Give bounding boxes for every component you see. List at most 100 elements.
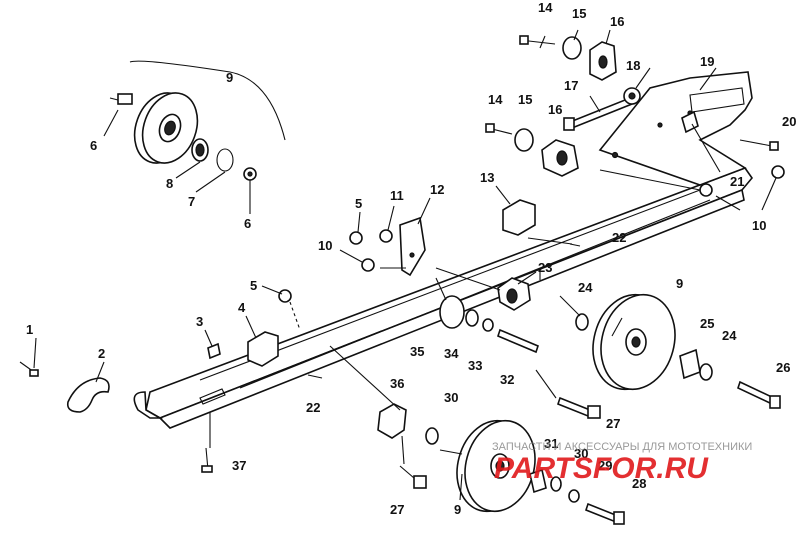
callout-22-lower: 22 [306, 400, 320, 415]
lower-spacer-15 [514, 128, 534, 152]
snap-ring [216, 148, 234, 172]
slider-block-13 [502, 199, 536, 236]
callout-23: 23 [538, 260, 552, 275]
callout-15-upper: 15 [572, 6, 586, 21]
callout-25: 25 [700, 316, 714, 331]
nut-5-upper [349, 231, 363, 245]
nut-11 [379, 229, 393, 243]
washer-30-right [550, 476, 562, 492]
clip-3 [207, 342, 221, 360]
nut-18 [623, 87, 641, 105]
upper-idler-wheel [129, 60, 286, 164]
screw-1 [19, 361, 39, 377]
spacer-25 [679, 348, 701, 380]
callout-21: 21 [730, 174, 744, 189]
callout-29: 29 [598, 458, 612, 473]
callout-33: 33 [468, 358, 482, 373]
callout-5-lower: 5 [250, 278, 257, 293]
rail-tip-2 [66, 377, 110, 413]
bracket-36 [377, 403, 407, 439]
callout-8: 8 [166, 176, 173, 191]
watermark-caption: ЗАПЧАСТИ И АКСЕССУАРЫ ДЛЯ МОТОТЕХНИКИ [492, 441, 752, 453]
bolt-27-right [557, 396, 601, 419]
callout-15-lower: 15 [518, 92, 532, 107]
callout-35: 35 [410, 344, 424, 359]
callout-5-upper: 5 [355, 196, 362, 211]
callout-22-upper: 22 [612, 230, 626, 245]
callout-16-upper: 16 [610, 14, 624, 29]
upper-bushing-16 [589, 41, 617, 81]
callout-24-right: 24 [722, 328, 737, 343]
bolt-32 [497, 328, 539, 354]
callout-6-left: 6 [90, 138, 97, 153]
callout-1: 1 [26, 322, 33, 337]
bolt-37 [201, 447, 213, 473]
callout-7: 7 [188, 194, 195, 209]
callout-9-top: 9 [226, 70, 233, 85]
upper-spacer-15 [562, 36, 582, 60]
slider-block-4 [247, 331, 279, 367]
callout-12: 12 [430, 182, 444, 197]
callout-14-lower: 14 [488, 92, 503, 107]
callout-31: 31 [544, 436, 558, 451]
washer-29 [568, 489, 580, 503]
callout-37: 37 [232, 458, 246, 473]
callout-26: 26 [776, 360, 790, 375]
bracket-12 [399, 216, 426, 277]
callout-30-left: 30 [444, 390, 458, 405]
lower-bushing-16 [541, 139, 579, 177]
bolt-20 [739, 139, 779, 151]
callout-19: 19 [700, 54, 714, 69]
callout-20: 20 [782, 114, 796, 129]
lower-bolt-14 [485, 123, 513, 135]
bolt-28 [585, 502, 625, 525]
upper-bolt-14 [519, 35, 556, 45]
washer-24-left [575, 313, 589, 331]
callout-6-right: 6 [244, 216, 251, 231]
bearing [191, 138, 209, 162]
callout-10-mid: 10 [318, 238, 332, 253]
callout-3: 3 [196, 314, 203, 329]
lower-idler-wheel [456, 419, 536, 513]
callout-27-left: 27 [390, 502, 404, 517]
leader-lines [33, 29, 777, 501]
washer-24-right [699, 363, 713, 381]
watermark-logo: PARTSFOR.RU [494, 452, 709, 485]
washer-30-left [425, 427, 439, 445]
wheel-bolt-left [109, 93, 133, 105]
callout-27-right: 27 [606, 416, 620, 431]
bolt-27-left [399, 465, 427, 489]
callout-13: 13 [480, 170, 494, 185]
callout-32: 32 [500, 372, 514, 387]
callout-14-upper: 14 [538, 0, 553, 15]
bolt-26 [737, 380, 781, 409]
callout-9-bottom: 9 [454, 502, 461, 517]
washer-33 [482, 318, 494, 332]
callout-10-rear: 10 [752, 218, 766, 233]
pin-22-lower [307, 374, 323, 379]
callout-11: 11 [390, 188, 404, 203]
callout-labels: 1 2 3 4 5 5 6 6 7 8 9 9 9 10 10 11 12 13… [26, 0, 796, 517]
nut-10-mid [361, 258, 375, 272]
spacer-35 [439, 295, 465, 329]
washer-34 [465, 309, 479, 327]
nut-5-lower [278, 289, 292, 303]
callout-24-left: 24 [578, 280, 593, 295]
callout-30-right: 30 [574, 446, 588, 461]
callout-36: 36 [390, 376, 404, 391]
callout-9-right: 9 [676, 276, 683, 291]
wheel-nut-right [243, 167, 257, 181]
watermark: ЗАПЧАСТИ И АКСЕССУАРЫ ДЛЯ МОТОТЕХНИКИ PA… [492, 441, 752, 485]
callout-4: 4 [238, 300, 246, 315]
axle-bracket-23 [497, 277, 531, 311]
callout-18: 18 [626, 58, 640, 73]
callout-34: 34 [444, 346, 459, 361]
callout-28: 28 [632, 476, 646, 491]
callout-2: 2 [98, 346, 105, 361]
callout-16-lower: 16 [548, 102, 562, 117]
rear-idler-wheel [592, 293, 676, 391]
callout-17: 17 [564, 78, 578, 93]
spacer-31 [529, 468, 547, 494]
rear-nut-10 [699, 165, 785, 197]
